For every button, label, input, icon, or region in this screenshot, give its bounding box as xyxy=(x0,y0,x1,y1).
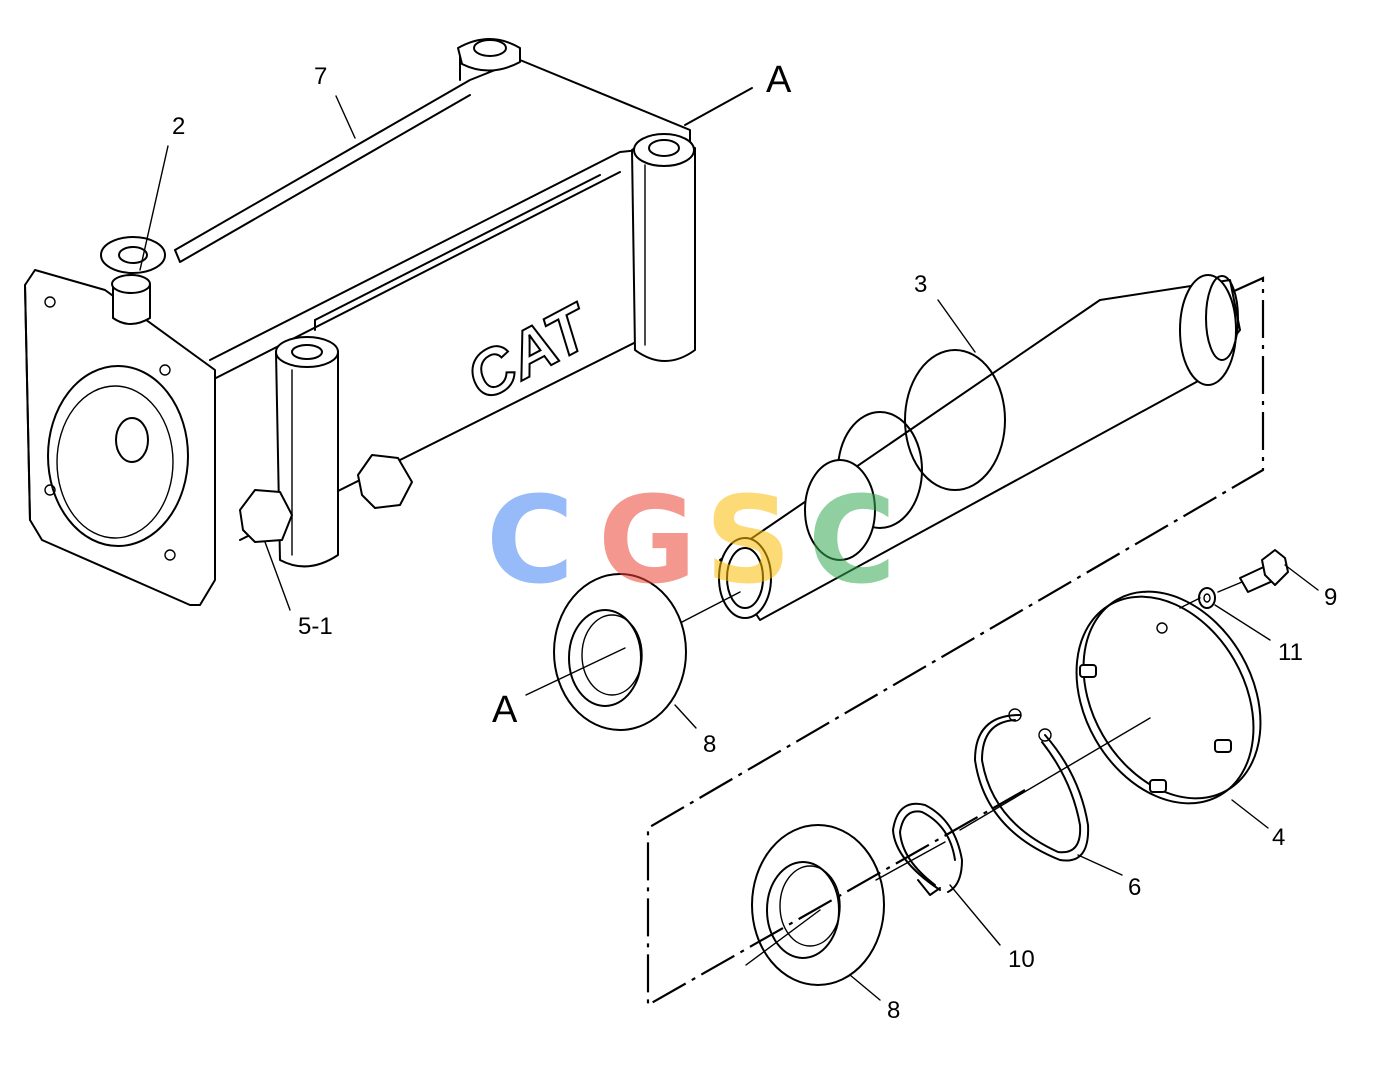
hex-plug-5-1 xyxy=(239,489,293,543)
watermark-letter-2: G xyxy=(598,472,697,611)
leader-5-1 xyxy=(264,541,291,611)
section-boundary-line xyxy=(646,276,1265,1007)
watermark: C G S C xyxy=(486,472,896,611)
leader-3 xyxy=(937,299,976,353)
housing-assembly: CAT xyxy=(24,38,696,606)
hex-plug xyxy=(357,454,413,509)
callout-5-1: 5-1 xyxy=(298,613,333,640)
watermark-letter-4: C xyxy=(808,472,896,611)
cover-plate-part-4 xyxy=(1075,590,1262,805)
shaft-part-3 xyxy=(718,274,1241,621)
leader-10 xyxy=(949,884,1001,946)
leader-8-lower xyxy=(849,974,881,1001)
axis-line-ring xyxy=(875,841,946,881)
callout-7: 7 xyxy=(314,63,327,90)
callout-11: 11 xyxy=(1278,639,1303,666)
axis-line-washer xyxy=(1179,597,1201,609)
seal-part-8-lower xyxy=(751,824,885,986)
callout-6: 6 xyxy=(1128,874,1141,901)
callout-10: 10 xyxy=(1008,946,1035,973)
section-label-a-top: A xyxy=(766,59,792,101)
leader-7 xyxy=(335,95,356,139)
bolt-part-9 xyxy=(1239,549,1289,593)
watermark-letter-3: S xyxy=(705,472,791,611)
section-label-a-bottom: A xyxy=(492,689,518,731)
snap-ring-part-6 xyxy=(974,708,1090,862)
axis-line-bolt xyxy=(1217,581,1243,593)
retaining-ring-part-10 xyxy=(892,802,963,896)
axis-line-cover xyxy=(959,717,1151,831)
leader-8-upper xyxy=(674,704,697,729)
leader-2 xyxy=(139,145,169,271)
leader-6 xyxy=(1077,854,1123,876)
leader-11 xyxy=(1214,604,1271,641)
callout-3: 3 xyxy=(914,271,927,298)
axis-line-a xyxy=(525,647,626,696)
washer-part-11 xyxy=(1198,587,1216,609)
watermark-letter-1: C xyxy=(486,472,574,611)
callout-8-upper: 8 xyxy=(703,731,716,758)
axis-line-shaft xyxy=(681,591,741,623)
axis-line-lower xyxy=(745,909,821,966)
callout-4: 4 xyxy=(1272,824,1285,851)
section-a-top-leader xyxy=(684,87,753,126)
callout-9: 9 xyxy=(1324,584,1337,611)
leader-4 xyxy=(1231,799,1269,829)
leader-9 xyxy=(1284,564,1319,591)
callout-8-lower: 8 xyxy=(887,997,900,1024)
callout-2: 2 xyxy=(172,113,185,140)
